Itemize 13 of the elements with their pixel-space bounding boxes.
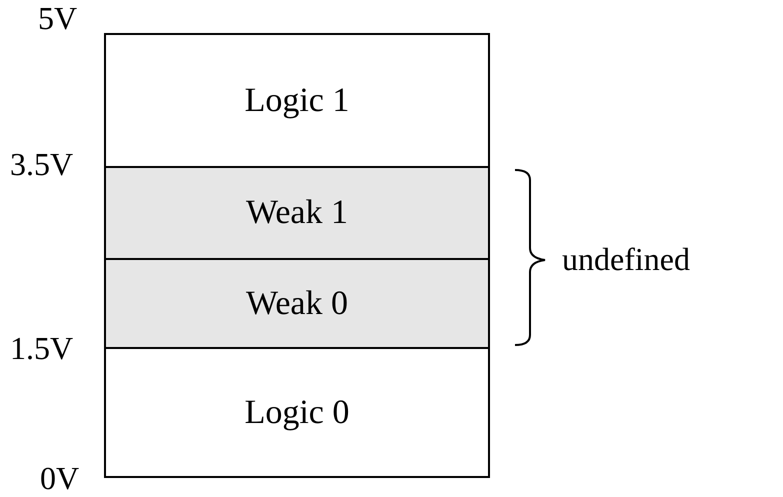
band-label: Weak 0 <box>246 284 348 322</box>
voltage-band <box>104 258 490 349</box>
voltage-label: 5V <box>38 0 78 36</box>
band-label: Weak 1 <box>246 194 348 232</box>
voltage-band <box>104 166 490 260</box>
band-label: Logic 1 <box>244 82 350 120</box>
voltage-band <box>104 33 490 168</box>
voltage-label: 3.5V <box>10 146 74 182</box>
voltage-label: 0V <box>40 460 80 496</box>
range-label: undefined <box>562 241 690 277</box>
voltage-band <box>104 347 490 478</box>
voltage-label: 1.5V <box>10 330 74 366</box>
band-label: Logic 0 <box>244 394 350 432</box>
